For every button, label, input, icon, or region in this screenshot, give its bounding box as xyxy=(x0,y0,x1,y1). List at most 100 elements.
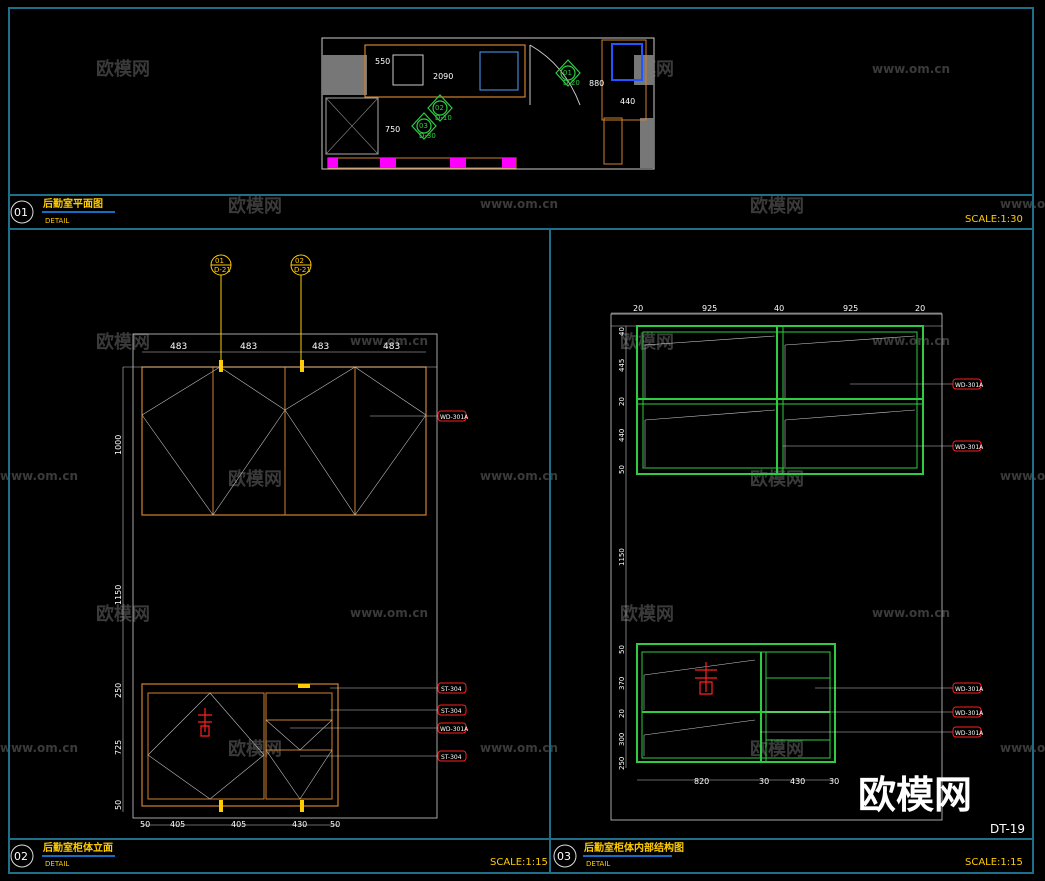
section-marker: 01 xyxy=(215,257,224,265)
watermark-site: www.om.cn xyxy=(872,62,950,76)
sheet-id: DT-19 xyxy=(990,822,1025,836)
int-left-dim: 440 xyxy=(618,429,626,442)
elev-left-dim: 50 xyxy=(114,800,123,810)
int-left-dim: 20 xyxy=(618,709,626,718)
elev-top-dim: 483 xyxy=(312,342,329,352)
int-top-dim: 20 xyxy=(633,304,643,313)
elev-top-dim: 483 xyxy=(240,342,257,352)
plan-callout: D-30 xyxy=(419,132,436,140)
internal-drawing: 20 925 40 925 20 820 30 430 30 40 445 20… xyxy=(610,304,984,821)
panel-title: 后勤室平面图 xyxy=(43,197,103,210)
plan-callout: 03 xyxy=(419,122,428,130)
material-tag: WD-301A xyxy=(955,382,984,389)
plan-dim: 440 xyxy=(620,97,635,106)
plan-drawing: 550 2090 750 880 440 01 D-20 02 D-10 03 … xyxy=(321,37,655,170)
watermark-brand: 欧模网 xyxy=(620,603,674,625)
watermark-site: www.om.cn xyxy=(1000,197,1045,211)
watermark-brand: 欧模网 xyxy=(96,331,150,353)
sheet-frame xyxy=(8,7,1034,874)
int-bottom-dim: 430 xyxy=(790,777,805,786)
watermark-site: www.om.cn xyxy=(0,741,78,755)
panel-title: 后勤室柜体立面 xyxy=(43,841,113,854)
section-marker: D-21 xyxy=(294,266,311,274)
watermark-site: www.om.cn xyxy=(480,469,558,483)
plan-dim: 880 xyxy=(589,79,604,88)
watermark-site: www.om.cn xyxy=(872,606,950,620)
elev-left-dim: 1000 xyxy=(114,435,123,455)
detail-tag: DETAIL xyxy=(45,217,69,225)
watermark-site: www.om.cn xyxy=(1000,741,1045,755)
int-left-dim: 300 xyxy=(618,733,626,746)
int-left-dim: 250 xyxy=(618,757,626,770)
int-left-dim: 50 xyxy=(618,645,626,654)
material-tag: WD-301A xyxy=(955,444,984,451)
plan-dim: 2090 xyxy=(433,72,453,81)
watermark-brand: 欧模网 xyxy=(620,331,674,353)
panel-03-title: 03 后勤室柜体内部结构图 DETAIL SCALE:1:15 xyxy=(553,841,1023,868)
watermark-logo: 欧模网 xyxy=(858,773,972,817)
int-top-dim: 20 xyxy=(915,304,925,313)
watermark-site: www.om.cn xyxy=(480,741,558,755)
plan-callout: 02 xyxy=(435,104,444,112)
elev-left-dim: 1150 xyxy=(114,585,123,605)
panel-01-title: 01 后勤室平面图 DETAIL SCALE:1:30 xyxy=(10,197,1023,225)
plan-callout: D-20 xyxy=(563,79,580,87)
elev-bottom-dim: 50 xyxy=(330,820,340,829)
panel-number: 03 xyxy=(557,850,571,863)
int-bottom-dim: 820 xyxy=(694,777,709,786)
material-tag: WD-301A xyxy=(955,730,984,737)
int-top-dim: 40 xyxy=(774,304,784,313)
panel-number: 02 xyxy=(14,850,28,863)
detail-tag: DETAIL xyxy=(586,860,610,868)
plan-callout: 01 xyxy=(563,69,572,77)
watermark-brand: 欧模网 xyxy=(750,738,804,760)
plan-callout: D-10 xyxy=(435,114,452,122)
section-marker: D-21 xyxy=(214,266,231,274)
panel-scale: SCALE:1:15 xyxy=(490,857,548,868)
watermark-site: www.om.cn xyxy=(1000,469,1045,483)
elev-bottom-dim: 405 xyxy=(170,820,185,829)
watermark-site: www.om.cn xyxy=(350,334,428,348)
elev-left-dim: 725 xyxy=(114,740,123,755)
elev-bottom-dim: 50 xyxy=(140,820,150,829)
int-left-dim: 50 xyxy=(618,465,626,474)
section-marker: 02 xyxy=(295,257,304,265)
panel-title: 后勤室柜体内部结构图 xyxy=(584,841,684,854)
watermark-brand: 欧模网 xyxy=(228,195,282,217)
int-bottom-dim: 30 xyxy=(829,777,839,786)
int-top-dim: 925 xyxy=(702,304,717,313)
int-left-dim: 40 xyxy=(618,327,626,336)
elev-top-dim: 483 xyxy=(383,342,400,352)
watermark-brand: 欧模网 xyxy=(750,195,804,217)
material-tag: WD-301A xyxy=(440,414,469,421)
int-left-dim: 445 xyxy=(618,359,626,372)
watermark-site: www.om.cn xyxy=(0,469,78,483)
panel-number: 01 xyxy=(14,206,28,219)
elev-bottom-dim: 430 xyxy=(292,820,307,829)
int-left-dim: 20 xyxy=(618,397,626,406)
watermark-brand: 欧模网 xyxy=(228,738,282,760)
panel-scale: SCALE:1:15 xyxy=(965,857,1023,868)
material-tag: WD-301A xyxy=(955,710,984,717)
elev-left-dim: 250 xyxy=(114,683,123,698)
int-top-dim: 925 xyxy=(843,304,858,313)
panel-scale: SCALE:1:30 xyxy=(965,214,1023,225)
detail-tag: DETAIL xyxy=(45,860,69,868)
material-tag: ST-304 xyxy=(441,708,462,715)
watermark-brand: 欧模网 xyxy=(228,468,282,490)
plan-dim: 550 xyxy=(375,57,390,66)
elevation-drawing: 01 D-21 02 D-21 483 483 483 483 50 405 4… xyxy=(114,254,469,829)
plan-dim: 750 xyxy=(385,125,400,134)
elev-top-dim: 483 xyxy=(170,342,187,352)
watermark-site: www.om.cn xyxy=(350,606,428,620)
material-tag: ST-304 xyxy=(441,754,462,761)
elev-bottom-dim: 405 xyxy=(231,820,246,829)
watermark-brand: 欧模网 xyxy=(96,58,150,80)
material-tag: WD-301A xyxy=(955,686,984,693)
material-tag: ST-304 xyxy=(441,686,462,693)
int-bottom-dim: 30 xyxy=(759,777,769,786)
panel-02-title: 02 后勤室柜体立面 DETAIL SCALE:1:15 xyxy=(10,841,548,868)
int-left-dim: 1150 xyxy=(618,548,626,566)
watermark-site: www.om.cn xyxy=(480,197,558,211)
int-left-dim: 370 xyxy=(618,677,626,690)
